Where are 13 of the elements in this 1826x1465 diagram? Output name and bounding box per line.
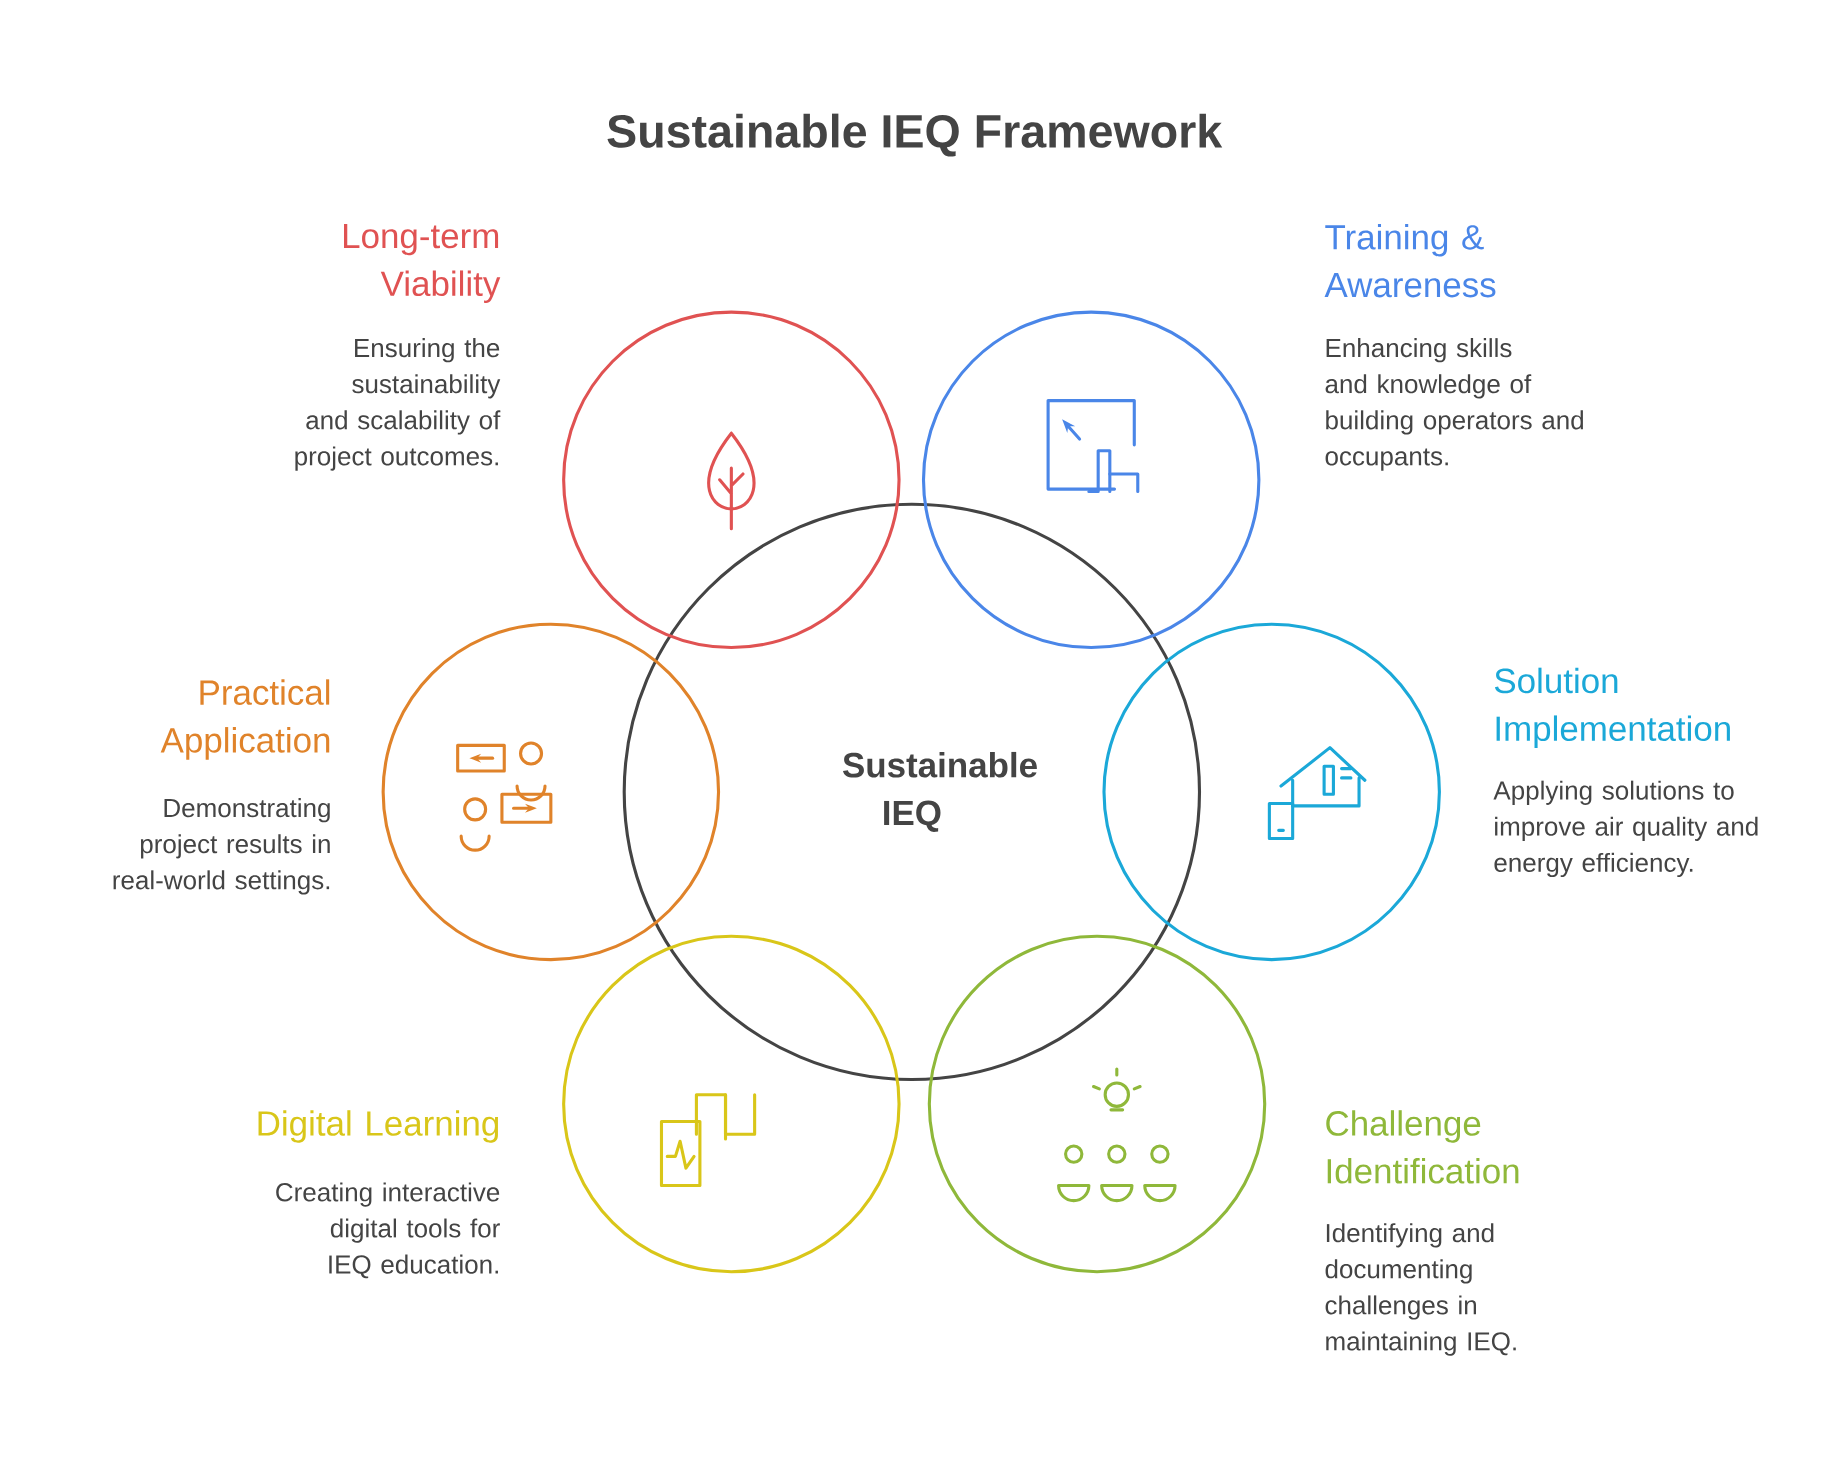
description: Demonstrating project results in real-world settings.	[113, 798, 330, 895]
heading: Digital Learning	[258, 1110, 499, 1143]
title: Sustainable IEQ Framework	[607, 113, 1223, 157]
description: Ensuring the sustainability and scalability of project outcomes.	[295, 338, 501, 471]
description: Applying solutions to improve air quality and energy efficiency.	[1493, 780, 1758, 878]
description: Identifying and documenting challenges in maintaining IEQ.	[1325, 1223, 1516, 1356]
heading: Solution Implementation	[1494, 667, 1730, 748]
heading: Long-term Viability	[344, 224, 501, 303]
heading: Practical Application	[160, 679, 330, 760]
description: Enhancing skills and knowledge of building operators and occupants.	[1325, 338, 1583, 471]
heading: Training & Awareness	[1324, 224, 1496, 298]
heading: Challenge Identification	[1326, 1110, 1519, 1184]
description: Creating interactive digital tools for IEQ education.	[276, 1182, 500, 1279]
